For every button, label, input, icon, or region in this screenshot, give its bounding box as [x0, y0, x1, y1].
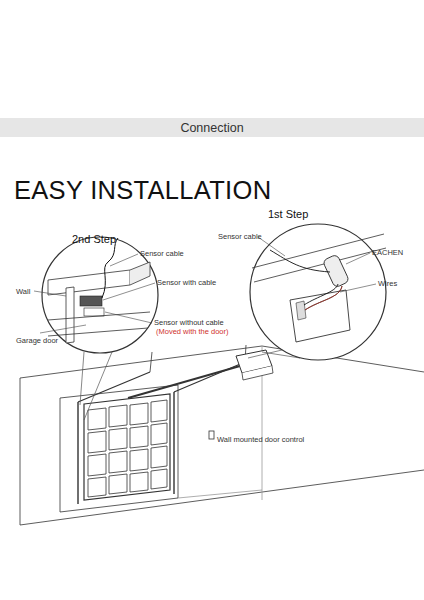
part-label: EACHEN — [372, 249, 403, 257]
part-label: Sensor cable — [140, 250, 184, 258]
leader-line — [40, 325, 86, 333]
ceiling-line — [20, 346, 424, 378]
leader-line — [105, 312, 152, 323]
hanger — [150, 345, 246, 372]
zoom-line — [80, 350, 300, 420]
page-title: EASY INSTALLATION — [14, 178, 271, 204]
zoom-line — [80, 352, 112, 420]
opener-unit — [242, 366, 273, 380]
door-edge — [48, 312, 150, 336]
wall-edge — [20, 378, 21, 525]
leader-line — [34, 291, 66, 296]
part-label: Wall mounted door control — [217, 436, 304, 444]
part-label: Sensor cable — [218, 233, 262, 241]
wall-beam — [48, 270, 130, 295]
section-heading: Connection — [180, 121, 243, 135]
door-panels — [88, 400, 167, 497]
opener-unit — [290, 290, 350, 342]
step-heading: 2nd Step — [72, 234, 116, 245]
garage-room — [20, 345, 424, 525]
wire — [305, 286, 342, 310]
part-label: Garage door — [16, 337, 58, 345]
door-frame — [60, 385, 178, 512]
part-label: Sensor without cable — [154, 319, 224, 327]
door-track — [78, 392, 174, 504]
leader-line — [258, 237, 285, 256]
eachen-device — [322, 254, 349, 288]
ceiling-rail — [252, 234, 386, 282]
leader-line — [110, 254, 138, 266]
leader-line — [103, 283, 155, 300]
leader-line — [340, 284, 376, 292]
leader-line — [346, 253, 370, 264]
ceiling-track — [78, 362, 245, 402]
section-band: Connection — [0, 118, 424, 137]
part-label: Wires — [378, 280, 397, 288]
opener-terminal — [296, 301, 306, 320]
leader-line — [34, 237, 376, 333]
sensor-with-cable — [80, 296, 102, 306]
part-label: Sensor with cable — [157, 279, 216, 287]
wire — [270, 250, 342, 310]
floor-line — [178, 490, 262, 498]
step-heading: 1st Step — [268, 209, 308, 220]
sensor-cable — [102, 238, 118, 298]
garage-door — [84, 394, 170, 500]
opener-rail — [128, 366, 240, 398]
wall-control — [209, 431, 214, 439]
detail-circle — [250, 224, 386, 360]
detail-circle — [250, 224, 386, 360]
note-label: (Moved with the door) — [156, 328, 229, 336]
floor-line — [20, 470, 424, 525]
door-panel — [88, 469, 167, 497]
sensor-without-cable — [84, 308, 104, 316]
part-label: Wall — [16, 288, 30, 296]
wall-beam — [130, 262, 150, 285]
